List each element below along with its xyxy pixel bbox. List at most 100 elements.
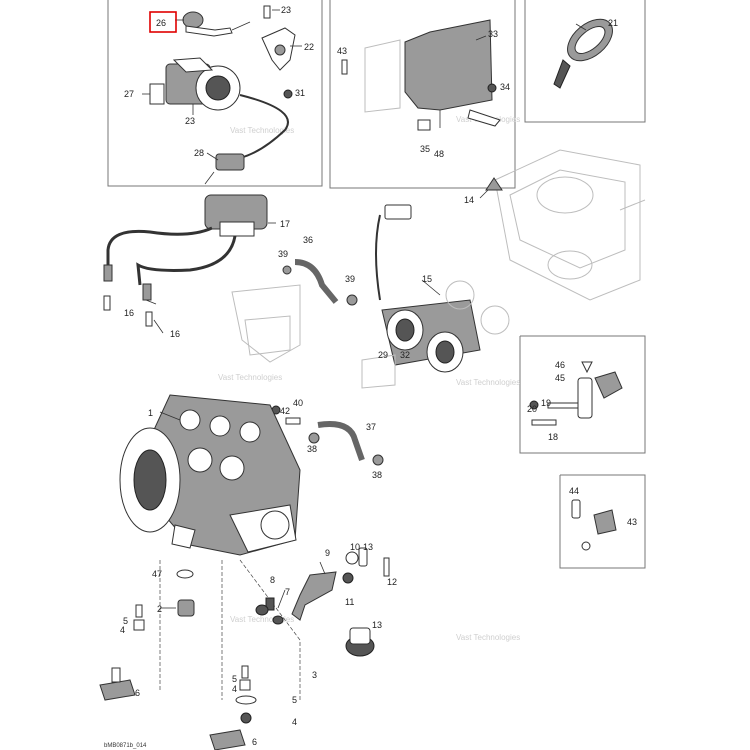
bracket-43 [581,509,617,551]
callout-9: 9 [325,548,330,558]
screw-46 [581,361,593,374]
bushing-10 [345,551,359,565]
callout-labels: 26 23 22 27 23 31 28 43 33 34 35 48 21 1… [120,5,637,747]
callout-14: 14 [464,195,474,205]
callout-29: 29 [378,350,388,360]
callout-11: 11 [345,597,354,607]
callout-5: 5 [232,674,237,684]
callout-27: 27 [124,89,134,99]
callout-23: 23 [185,116,195,126]
callout-4: 4 [292,717,297,727]
rubber-mount-6 [99,667,246,750]
callout-48: 48 [434,149,444,159]
grommet-21 [553,18,613,89]
callout-38: 38 [307,444,317,454]
nut-11 [342,572,354,584]
callout-44: 44 [569,486,579,496]
nut-34 [487,83,497,93]
figure-reference-code: bMB0871b_014 [104,743,147,749]
callout-5: 5 [292,695,297,705]
callout-8: 8 [270,575,275,585]
callout-5: 5 [123,616,128,626]
callout-28: 28 [194,148,204,158]
throttle-body-assembly [375,204,481,373]
sensor-assembly [182,11,251,37]
bracket-22 [261,27,296,71]
callout-21: 21 [608,18,618,28]
spacer-4 [133,619,251,691]
callout-35: 35 [420,144,430,154]
callout-42: 42 [280,406,290,416]
callout-15: 15 [422,274,432,284]
callout-13: 13 [372,620,382,630]
nut-20 [529,400,539,410]
clamp-39 [282,265,358,306]
callout-46: 46 [555,360,565,370]
callout-24: 23 [281,5,291,15]
callout-17: 17 [280,219,290,229]
spacer-8 [265,597,275,611]
callout-2: 2 [157,604,162,614]
bolt-24 [263,5,271,19]
clamp-38 [308,432,384,466]
watermark-text: Vast Technologies [456,378,520,387]
hose-36 [294,259,339,304]
callout-33: 33 [488,29,498,39]
callout-34: 34 [500,82,510,92]
clip-27 [149,83,165,105]
screw-5 [135,604,249,679]
airbox-housing [494,149,646,301]
spark-plug-cables [103,226,237,301]
callout-7: 7 [285,587,290,597]
spark-plug-16 [103,295,153,327]
watermark-text: Vast Technologies [218,373,282,382]
nut-32 [283,89,293,99]
callout-4: 4 [120,625,125,635]
rubber-damper-13 [345,627,375,657]
fitting-40 [285,417,301,425]
watermark-text: Vast Technologies [456,633,520,642]
washer-19 [547,402,579,409]
callout-47: 47 [152,569,162,579]
callout-39: 39 [345,274,355,284]
panel-frames [107,0,646,569]
plug-14 [485,177,503,191]
callout-20: 20 [527,404,537,414]
bolt-12 [383,557,390,577]
callout-22: 22 [304,42,314,52]
callout-40: 40 [293,398,303,408]
cable-45 [577,371,623,419]
bracket-9 [291,571,337,621]
callout-3: 3 [312,670,317,680]
callout-18: 18 [548,432,558,442]
watermark-text: Vast Technologies [230,126,294,135]
bolt-18 [531,419,557,426]
callout-43: 43 [627,517,637,527]
washer-47 [176,569,194,579]
engine-mount-bracket [231,284,301,363]
ignition-coil-17 [204,194,268,237]
callout-16: 16 [124,308,134,318]
wire-harness-28 [204,94,289,185]
hose-37 [317,421,365,461]
support-29 [361,354,396,389]
callout-1: 1 [148,408,153,418]
callout-highlight-box [149,11,177,33]
callout-32: 31 [295,88,305,98]
spring-44 [571,499,581,519]
callout-41: 43 [337,46,347,56]
callout-6: 6 [252,737,257,747]
callout-4: 4 [232,684,237,694]
heat-shield-33 [364,19,501,131]
callout-10: 10 [350,542,360,552]
callout-leaders [142,9,587,609]
callout-13: 13 [363,542,373,552]
engine-support-3 [159,559,301,700]
washer-7 [277,589,286,609]
callout-45: 45 [555,373,565,383]
callout-39: 39 [278,249,288,259]
engine-block-1 [119,394,301,556]
callout-12: 12 [387,577,397,587]
callout-37: 37 [366,422,376,432]
